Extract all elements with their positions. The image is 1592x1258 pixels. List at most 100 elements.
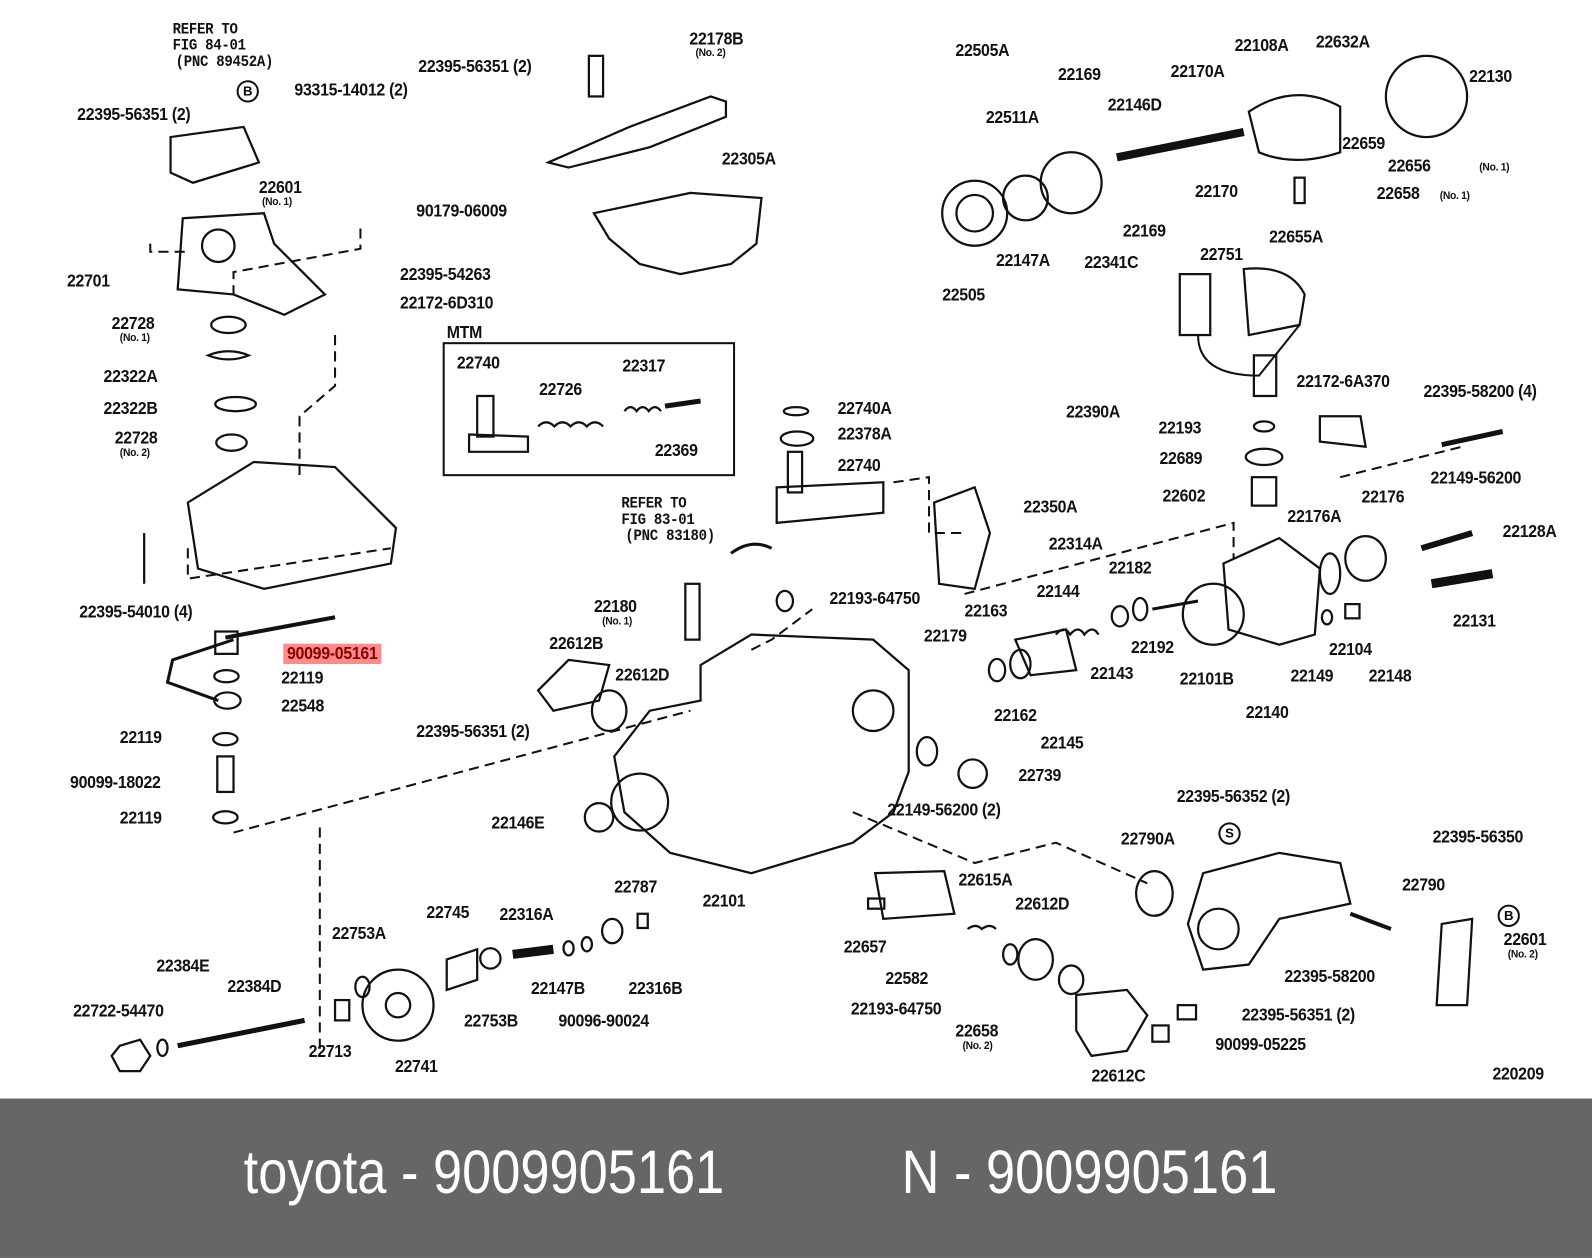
part-label: 22322A xyxy=(103,366,158,386)
part-label: 22163 xyxy=(964,601,1008,621)
part-label: 22657 xyxy=(843,937,887,957)
part-label: 22145 xyxy=(1040,733,1084,753)
part-label: 22162 xyxy=(993,705,1037,725)
part-label: 22316B xyxy=(628,978,683,999)
part-label: 22119 xyxy=(119,808,162,828)
part-label: 22395-56351 (2) xyxy=(418,56,532,77)
part-label: 90099-05225 xyxy=(1215,1034,1306,1054)
part-22140-head xyxy=(1222,536,1322,646)
part-label: 22316A xyxy=(499,904,554,924)
part-label: 22147B xyxy=(531,978,585,999)
part-label: 22169 xyxy=(1122,221,1166,241)
part-22101-pump-body xyxy=(613,633,910,875)
part-label: 22395-58200 (4) xyxy=(1423,381,1537,402)
part-label: (No. 1) xyxy=(1479,161,1510,174)
footer-oem-part: N - 9009905161 xyxy=(901,1138,1278,1207)
part-label: 22612D xyxy=(1015,894,1070,914)
part-label: 22395-54263 xyxy=(400,264,491,285)
part-label: 22601 xyxy=(258,177,302,197)
part-label: 22659 xyxy=(1342,134,1385,154)
part-label: (PNC 89452A) xyxy=(175,53,274,72)
part-label: FIG 84-01 xyxy=(172,37,246,55)
part-label: 22658 xyxy=(955,1021,999,1041)
part-label: (No. 1) xyxy=(1439,189,1470,203)
part-label: 22612C xyxy=(1091,1066,1146,1086)
part-label: 90096-90024 xyxy=(558,1011,649,1031)
part-label: 22104 xyxy=(1329,639,1372,659)
part-label: 22322B xyxy=(103,399,158,419)
badge-b-icon: B xyxy=(1497,904,1520,927)
part-label: 22612B xyxy=(549,633,604,653)
part-label: 22658 xyxy=(1376,183,1420,204)
part-label: 22384E xyxy=(156,956,210,976)
part-label: (PNC 83180) xyxy=(625,527,715,546)
part-label: MTM xyxy=(446,322,483,343)
part-label: 22108A xyxy=(1234,35,1289,55)
part-label: FIG 83-01 xyxy=(621,511,695,529)
part-governor-cover xyxy=(186,460,398,591)
part-label: 22790 xyxy=(1402,875,1445,895)
part-label: 22713 xyxy=(308,1041,352,1061)
part-label: 22790A xyxy=(1120,829,1175,849)
mtm-box xyxy=(442,342,736,477)
part-label: 22149-56200 xyxy=(1430,468,1522,488)
part-label: 22656 xyxy=(1387,156,1431,176)
part-22790 xyxy=(1186,851,1352,971)
part-label: (No. 2) xyxy=(1507,948,1538,961)
part-label: 22728 xyxy=(114,428,158,448)
part-label: 22101 xyxy=(702,891,746,911)
part-label: 22753B xyxy=(463,1011,518,1031)
part-label: 22148 xyxy=(1368,666,1412,686)
part-22701-lever xyxy=(176,212,327,316)
part-label: 22701 xyxy=(67,271,110,291)
part-label: 22149 xyxy=(1290,666,1334,686)
part-label: 22131 xyxy=(1452,611,1496,631)
part-label: 22740 xyxy=(837,455,881,476)
part-22728 xyxy=(210,315,247,335)
part-label: (No. 2) xyxy=(695,46,726,59)
part-label: 22505 xyxy=(942,285,985,305)
part-label: 22612D xyxy=(615,665,670,685)
part-label: 22739 xyxy=(1018,765,1062,785)
highlighted-part-label[interactable]: 90099-05161 xyxy=(283,643,382,665)
footer-bar: toyota - 9009905161 N - 9009905161 xyxy=(0,1098,1592,1258)
part-label: 22144 xyxy=(1036,581,1080,602)
part-label: 22192 xyxy=(1131,637,1174,657)
part-label: 90099-18022 xyxy=(70,772,161,792)
part-label: 22395-56351 (2) xyxy=(1241,1005,1356,1025)
part-label: (No. 1) xyxy=(261,195,292,209)
part-label: 22395-54010 (4) xyxy=(79,602,193,622)
part-label: 22548 xyxy=(281,696,325,716)
part-89452a-sensor xyxy=(169,125,261,184)
part-22505 xyxy=(941,179,1009,247)
part-label: REFER TO xyxy=(172,21,238,39)
spring-22322a xyxy=(205,350,252,361)
part-label: 22350A xyxy=(1023,497,1078,517)
part-label: 22341C xyxy=(1084,252,1139,273)
part-label: 22146D xyxy=(1107,95,1162,115)
part-label: 22176A xyxy=(1287,506,1342,526)
part-label: 22378A xyxy=(837,424,892,444)
part-label: 22395-58200 xyxy=(1284,966,1375,986)
part-label: 22149-56200 (2) xyxy=(887,800,1001,820)
part-label: 22119 xyxy=(281,668,324,688)
part-label: (No. 2) xyxy=(962,1039,993,1052)
footer-brand-part: toyota - 9009905161 xyxy=(243,1138,725,1207)
part-label: 22655A xyxy=(1269,227,1324,247)
part-label: (No. 2) xyxy=(119,446,150,459)
part-label: 22745 xyxy=(426,902,470,922)
part-label: 22172-6D310 xyxy=(400,293,494,313)
part-label: 22615A xyxy=(958,870,1013,890)
part-label: 22728 xyxy=(111,313,155,334)
part-label: 22369 xyxy=(654,440,698,460)
part-label: 22128A xyxy=(1502,521,1557,542)
part-label: 22170 xyxy=(1195,181,1238,202)
badge-b-icon: B xyxy=(236,80,259,103)
part-label: 22193 xyxy=(1158,418,1202,438)
part-label: 22753A xyxy=(332,923,386,944)
part-label: 22395-56351 (2) xyxy=(416,721,530,742)
part-label: 22601 xyxy=(1503,930,1547,950)
part-label: 22722-54470 xyxy=(73,1001,164,1021)
part-label: 22305A xyxy=(721,149,776,169)
part-label: 220209 xyxy=(1492,1064,1544,1084)
